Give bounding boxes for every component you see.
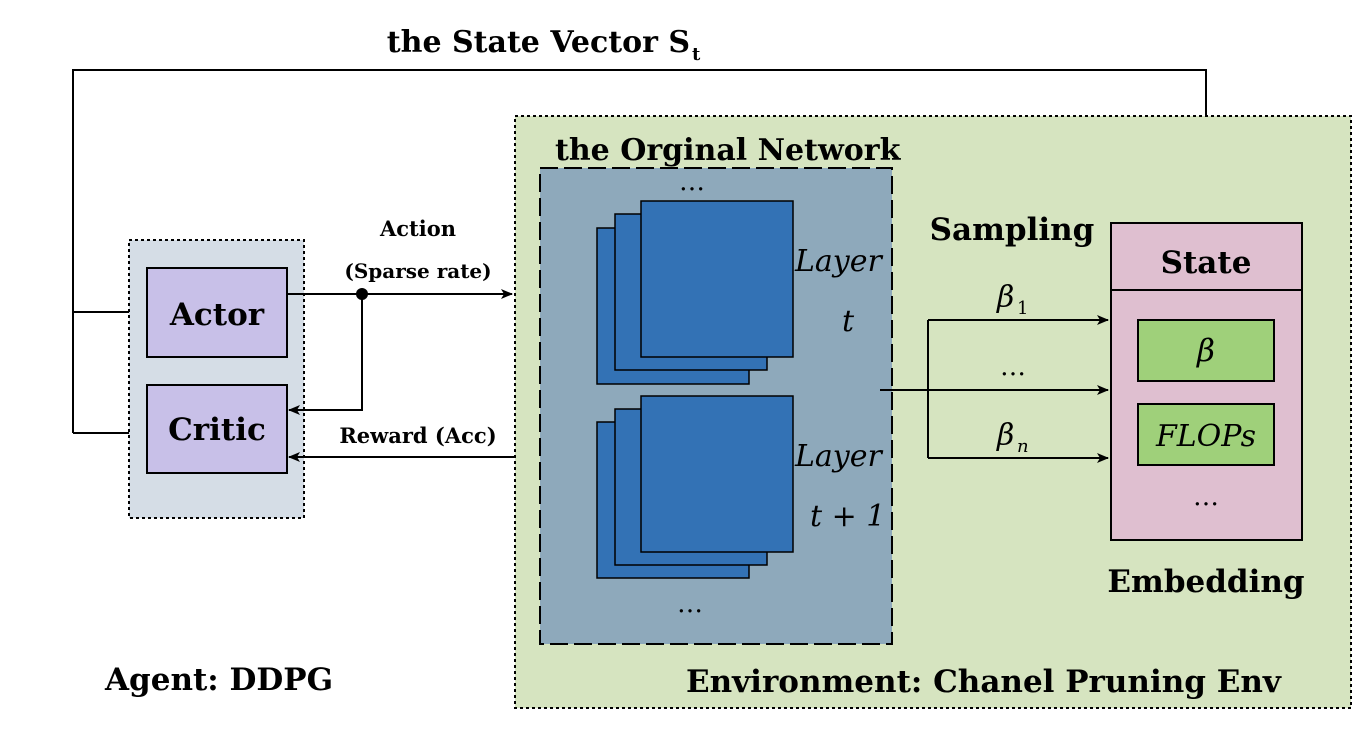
reward-label: Reward (Acc) [339,423,496,448]
state-vector-subscript: t [692,44,701,65]
layer-t-stack [596,200,794,385]
action-to-critic-arrow [288,294,363,415]
critic-box [146,384,288,474]
state-ellipsis: … [1193,482,1219,512]
action-sublabel: (Sparse rate) [344,259,491,283]
network-bottom-ellipsis: … [677,589,703,619]
action-label: Action [379,216,456,241]
environment-caption: Environment: Chanel Pruning Env [686,664,1282,700]
agent-caption: Agent: DDPG [104,662,333,698]
sampling-ellipsis: … [1000,352,1026,382]
state-flops-box [1137,403,1275,466]
sampling-label: Sampling [930,212,1095,248]
layer-t-index: t [842,304,855,339]
embedding-caption: Embedding [1107,564,1304,600]
state-flops-label: FLOPs [1155,419,1256,454]
state-beta-label: β [1196,333,1215,369]
layer-t-word: Layer [794,244,884,279]
state-header: State [1161,245,1252,281]
network-title: the Orginal Network [555,133,902,168]
beta1-subscript: 1 [1017,298,1028,319]
layer-t1-word: Layer [794,439,884,474]
layer-t1-stack [596,395,794,579]
state-vector-label: the State Vector S [387,25,690,60]
actor-box [146,267,288,358]
critic-label: Critic [168,412,266,448]
state-beta-box [1137,319,1275,382]
betan-symbol: β [996,418,1014,453]
layer-t1-index: t + 1 [810,499,885,534]
betan-subscript: n [1017,436,1029,457]
actor-label: Actor [169,297,265,333]
beta1-symbol: β [996,280,1014,315]
network-top-ellipsis: … [679,167,705,197]
